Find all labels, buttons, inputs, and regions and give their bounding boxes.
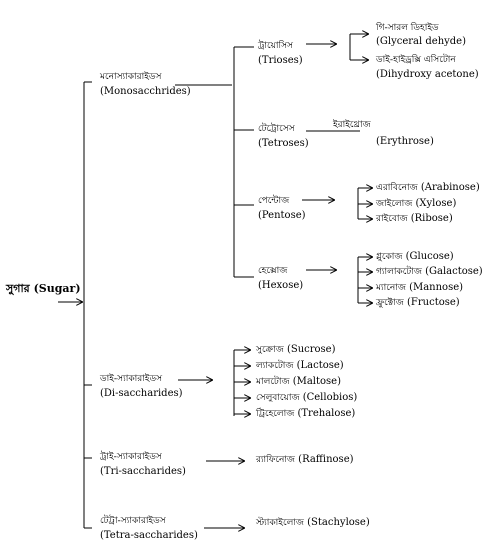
leaf-arabinose: এরাবিনোজ (Arabinose) (376, 182, 480, 193)
leaf-erythrose-bn: ইরাইথ্রোজ (333, 120, 371, 130)
leaf-trehalose: ট্রিহেলোজ (Trehalose) (256, 408, 356, 419)
leaf-glyceraldehyde: গি-সারল ডিহাইড (Glyceral dehyde) (376, 23, 467, 47)
leaf-sucrose: সুক্রোজ (Sucrose) (256, 344, 336, 355)
category-disaccharides: ডাই-স্যাকারাইডস (Di-saccharides) (100, 374, 183, 399)
category-tetrasaccharides: টেট্রা-স্যাকারাইডস (Tetra-saccharides) (100, 516, 198, 541)
leaf-mannose: ম্যানোজ (Mannose) (376, 282, 464, 293)
leaf-lactose: ল্যাকটোজ (Lactose) (256, 360, 344, 371)
root-label-sugar: সুগার (Sugar) (6, 283, 81, 295)
leaf-maltose: মালটোজ (Maltose) (256, 376, 341, 387)
category-monosaccharides: মনোস্যাকারাইডস (Monosacchrides) (100, 72, 191, 97)
leaf-cellobiose: সেলুবায়োজ (Cellobios) (256, 392, 358, 403)
leaf-fructose: ফ্রুক্টোজ (Fructose) (376, 297, 460, 308)
leaf-dihydroxyacetone: ডাই-হাইড্রক্সি এসিটোন (Dihydroxy acetone… (376, 55, 479, 80)
leaf-erythrose-en: (Erythrose) (376, 136, 434, 147)
leaf-glucose: গ্লুকোজ (Glucose) (376, 251, 454, 262)
leaf-raffinose: র‍্যাফিনোজ (Raffinose) (256, 454, 354, 465)
category-trisaccharides: ট্রাই-স্যাকারাইডস (Tri-saccharides) (100, 452, 186, 477)
leaf-xylose: জাইলোজ (Xylose) (376, 198, 457, 209)
leaf-stachyose: স্ট্যাকাইলোজ (Stachylose) (256, 517, 370, 528)
group-hexose: হেক্সোজ (Hexose) (258, 266, 304, 291)
group-trioses: ট্রায়োসিস (Trioses) (258, 41, 303, 66)
group-tetroses: টেট্রোসেস (Tetroses) (258, 124, 309, 149)
leaf-galactose: গ্যালাকটোজ (Galactose) (376, 266, 483, 277)
group-pentose: পেন্টোজ (Pentose) (258, 196, 306, 221)
root-en: (Sugar) (33, 282, 81, 295)
root-bn: সুগার (6, 282, 30, 295)
leaf-ribose: রাইবোজ (Ribose) (376, 213, 453, 224)
